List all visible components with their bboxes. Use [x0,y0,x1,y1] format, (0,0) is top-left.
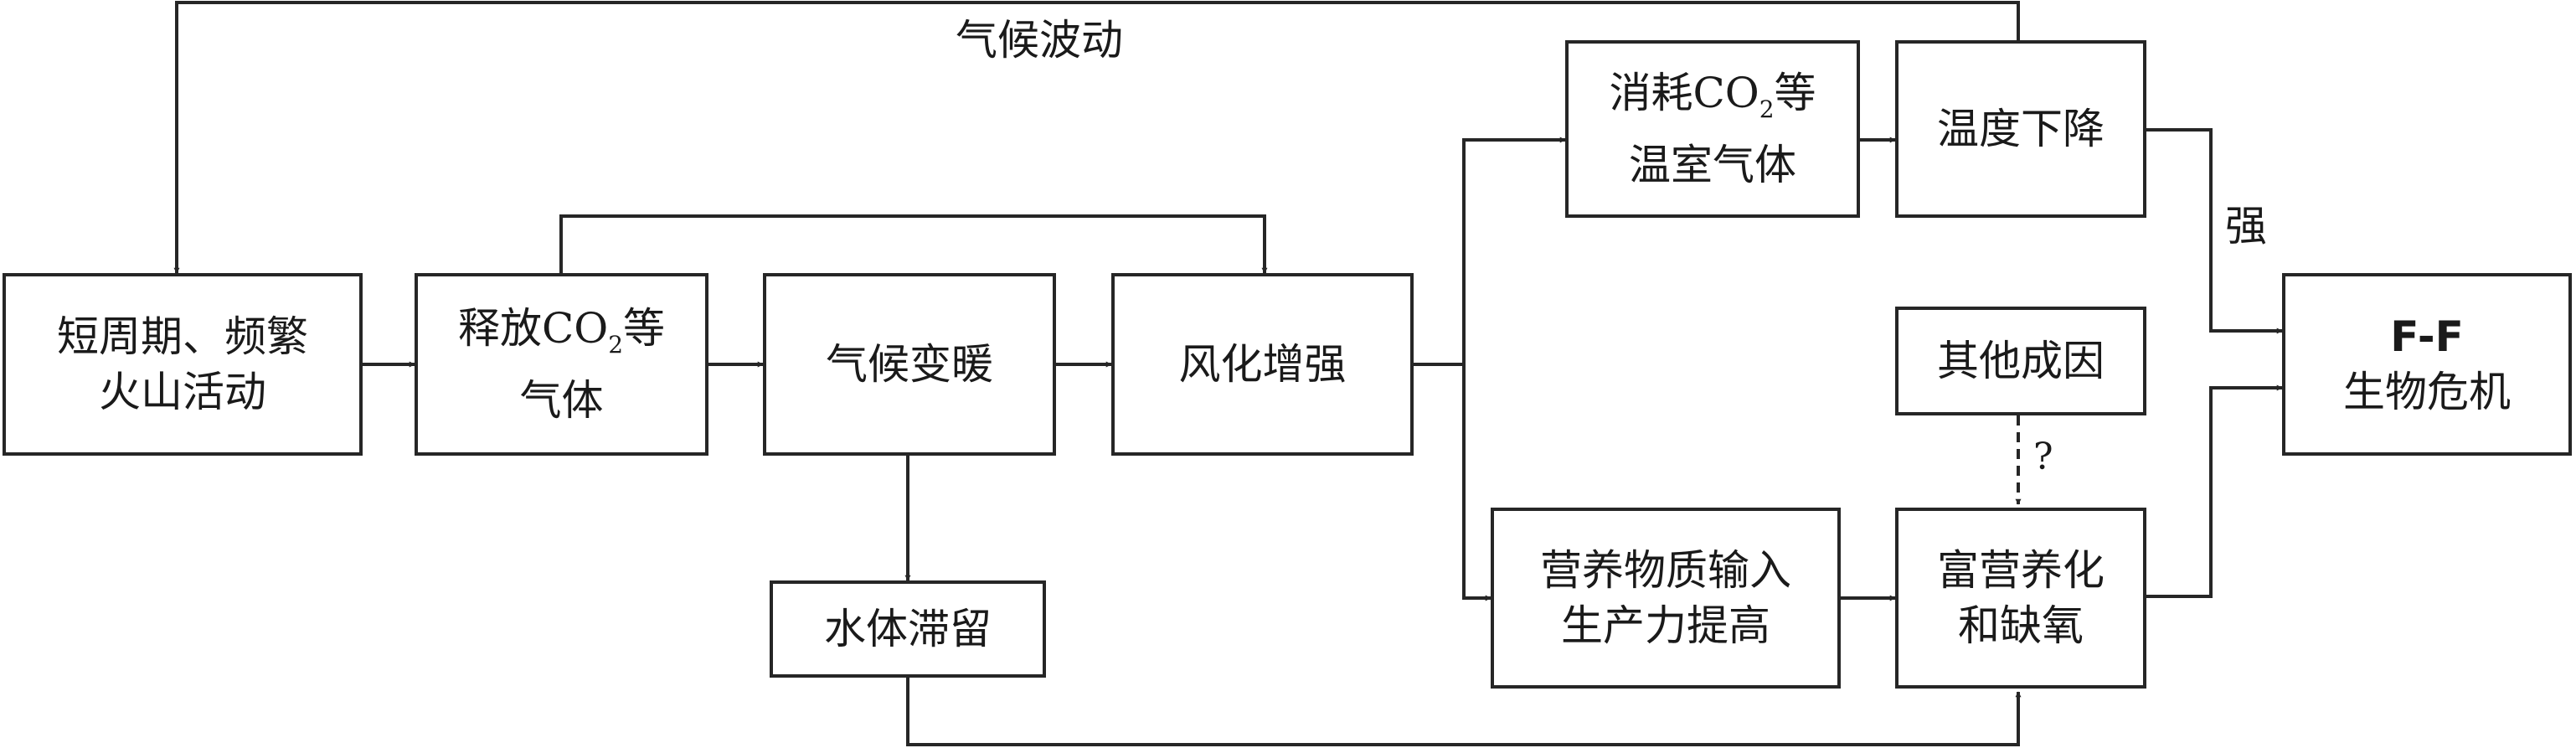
node-climate-warming-label: 气候变暖 [826,340,993,389]
node-weathering: 风化增强 [1111,273,1414,456]
node-water-stagnation-label: 水体滞留 [824,605,992,653]
node-co2-release-line1: 释放CO2等 [457,304,666,359]
node-ff-crisis-line1: F-F [2390,312,2464,361]
node-co2-consume: 消耗CO2等 温室气体 [1565,40,1860,218]
node-volcanism: 短周期、频繁 火山活动 [3,273,363,456]
arrow-co2-to-weathering [559,214,1268,274]
arrow-cooling-to-crisis [2146,128,2283,334]
node-temperature-drop: 温度下降 [1895,40,2146,218]
label-climate-fluctuation: 气候波动 [956,16,1123,64]
node-co2-consume-line1: 消耗CO2等 [1609,69,1816,123]
node-temperature-drop-label: 温度下降 [1937,105,2105,153]
node-co2-release: 释放CO2等 气体 [415,273,708,456]
node-ff-crisis-line2: 生物危机 [2343,368,2511,416]
node-nutrient-input-line2: 生产力提高 [1561,601,1770,650]
node-co2-consume-line2: 温室气体 [1629,141,1796,189]
node-weathering-label: 风化增强 [1178,340,1347,389]
node-volcanism-line2: 火山活动 [99,368,266,416]
node-co2-release-line2: 气体 [519,376,604,425]
arrow-stagnation-to-eutrophication [906,678,2022,746]
node-water-stagnation: 水体滞留 [770,580,1046,678]
label-strong: 强 [2225,202,2267,250]
node-other-causes-label: 其他成因 [1937,337,2105,385]
node-nutrient-input-line1: 营养物质输入 [1540,546,1791,595]
node-eutrophication-line2: 和缺氧 [1958,601,2084,650]
node-eutrophication-line1: 富营养化 [1937,546,2105,595]
arrow-weathering-to-nutrients [1462,364,1492,601]
node-climate-warming: 气候变暖 [763,273,1056,456]
node-eutrophication: 富营养化 和缺氧 [1895,508,2146,689]
arrow-eutrophication-to-crisis [2146,384,2283,598]
node-nutrient-input: 营养物质输入 生产力提高 [1491,508,1841,689]
node-ff-crisis: F-F 生物危机 [2282,273,2572,456]
node-volcanism-line1: 短周期、频繁 [57,312,308,361]
node-other-causes: 其他成因 [1895,307,2146,415]
label-uncertain: ? [2033,436,2053,478]
